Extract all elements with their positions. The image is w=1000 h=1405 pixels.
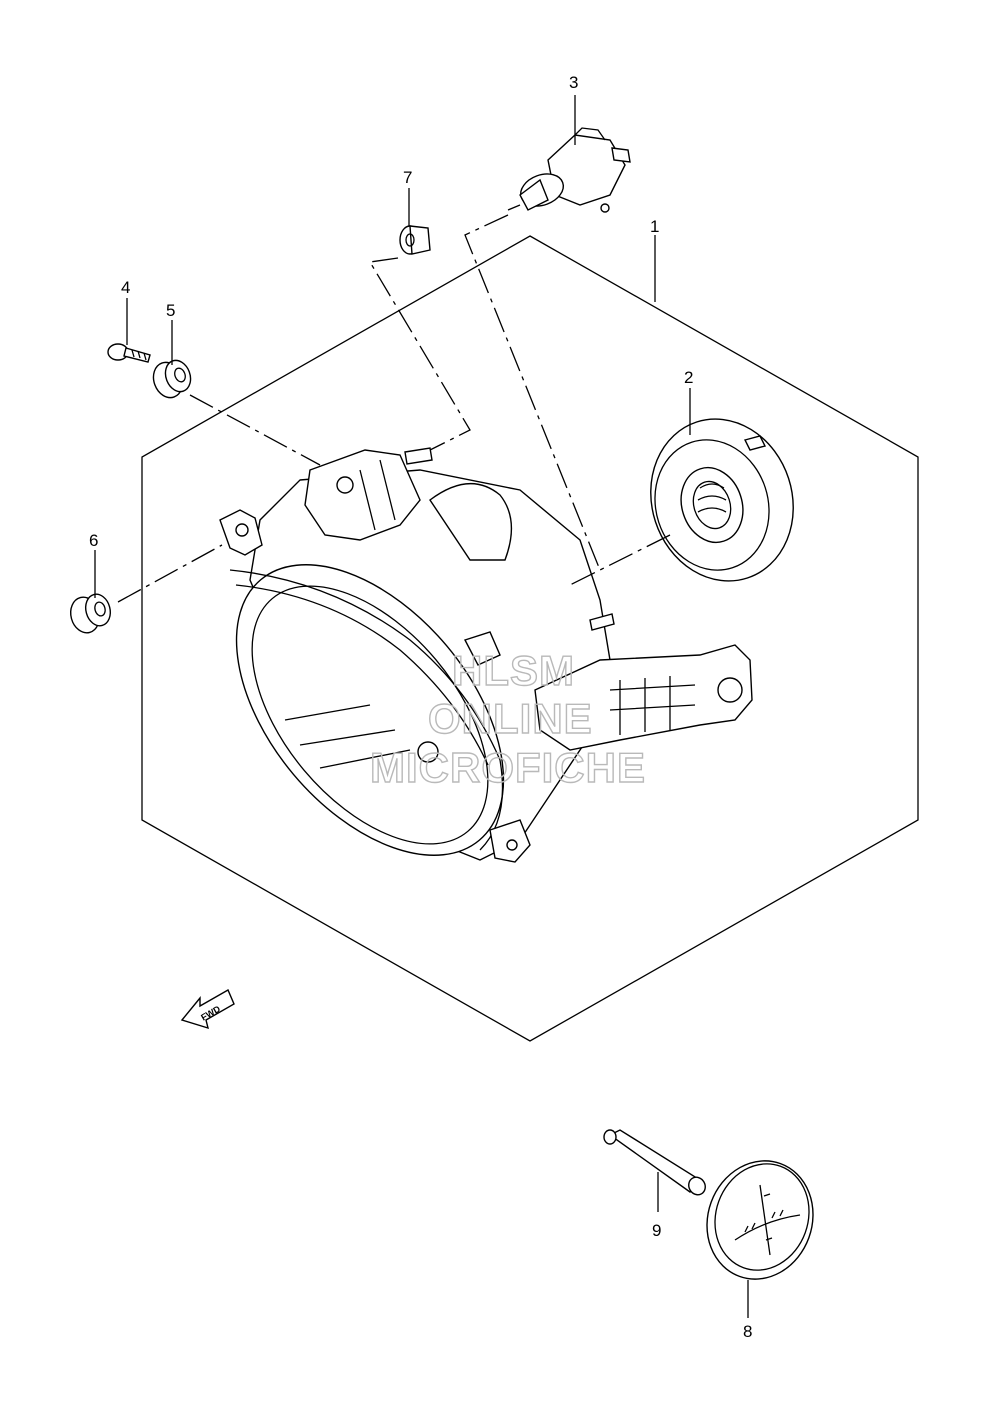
headlamp-bulb: [507, 127, 631, 213]
screw: [107, 343, 151, 363]
callout-4: 4: [121, 278, 130, 297]
leader-lines: [94, 95, 749, 1318]
callout-8: 8: [743, 1322, 752, 1341]
headlamp-housing: [219, 447, 753, 863]
callout-6: 6: [89, 531, 98, 550]
watermark: HLSM ONLINE MICROFICHE: [369, 646, 646, 791]
callout-3: 3: [569, 73, 578, 92]
callout-1: 1: [650, 217, 659, 236]
socket-cover: [650, 418, 794, 582]
watermark-line-3: MICROFICHE: [370, 744, 646, 791]
adjusting-pin: [603, 1129, 706, 1196]
assembly-outline: [141, 235, 919, 1042]
grommet-6: [69, 593, 112, 634]
callout-9: 9: [652, 1221, 661, 1240]
callout-5: 5: [166, 301, 175, 320]
callout-7: 7: [403, 168, 412, 187]
callout-2: 2: [684, 368, 693, 387]
fwd-arrow: FWD: [180, 989, 235, 1030]
watermark-line-1: HLSM: [452, 647, 575, 694]
grommet-5: [152, 359, 192, 399]
lens-cap: [706, 1160, 814, 1280]
watermark-line-2: ONLINE: [428, 695, 593, 742]
nut: [399, 225, 431, 255]
